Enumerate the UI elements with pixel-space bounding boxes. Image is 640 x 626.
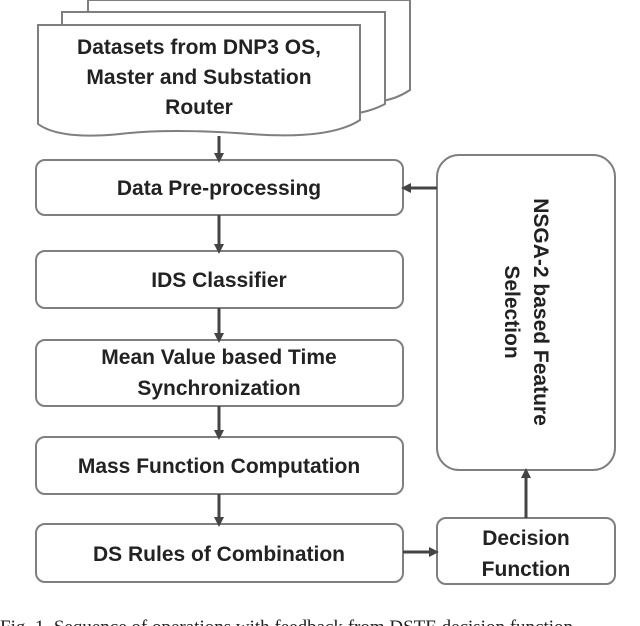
datasets-document-stack: Datasets from DNP3 OS, Master and Substa… xyxy=(37,0,411,137)
ds-rules-label: DS Rules of Combination xyxy=(93,543,345,566)
datasets-line-3: Router xyxy=(165,96,233,119)
time-sync-line-1: Mean Value based Time xyxy=(101,346,336,369)
preprocessing-node: Data Pre-processing xyxy=(35,159,404,216)
decision-line-1: Decision xyxy=(482,527,570,550)
nsga-node: NSGA-2 based Feature Selection xyxy=(436,154,616,471)
ids-classifier-node: IDS Classifier xyxy=(35,250,404,309)
decision-node: Decision Function xyxy=(436,517,616,585)
ids-classifier-label: IDS Classifier xyxy=(151,269,286,292)
figure-caption: Fig. 1. Sequence of operations with feed… xyxy=(0,617,574,626)
mass-function-node: Mass Function Computation xyxy=(35,436,404,495)
document-front-sheet xyxy=(37,24,361,137)
datasets-line-2: Master and Substation xyxy=(86,66,311,89)
time-sync-node: Mean Value based Time Synchronization xyxy=(35,339,404,407)
mass-function-label: Mass Function Computation xyxy=(78,455,360,478)
arrows xyxy=(214,136,531,557)
decision-line-2: Function xyxy=(482,558,571,581)
nsga-line-2: Selection xyxy=(500,265,523,358)
nsga-line-1: NSGA-2 based Feature xyxy=(529,198,552,426)
ds-rules-node: DS Rules of Combination xyxy=(35,523,404,583)
time-sync-line-2: Synchronization xyxy=(137,377,300,400)
nsga-box xyxy=(436,154,616,471)
datasets-line-1: Datasets from DNP3 OS, xyxy=(77,36,321,59)
preprocessing-label: Data Pre-processing xyxy=(117,177,321,200)
